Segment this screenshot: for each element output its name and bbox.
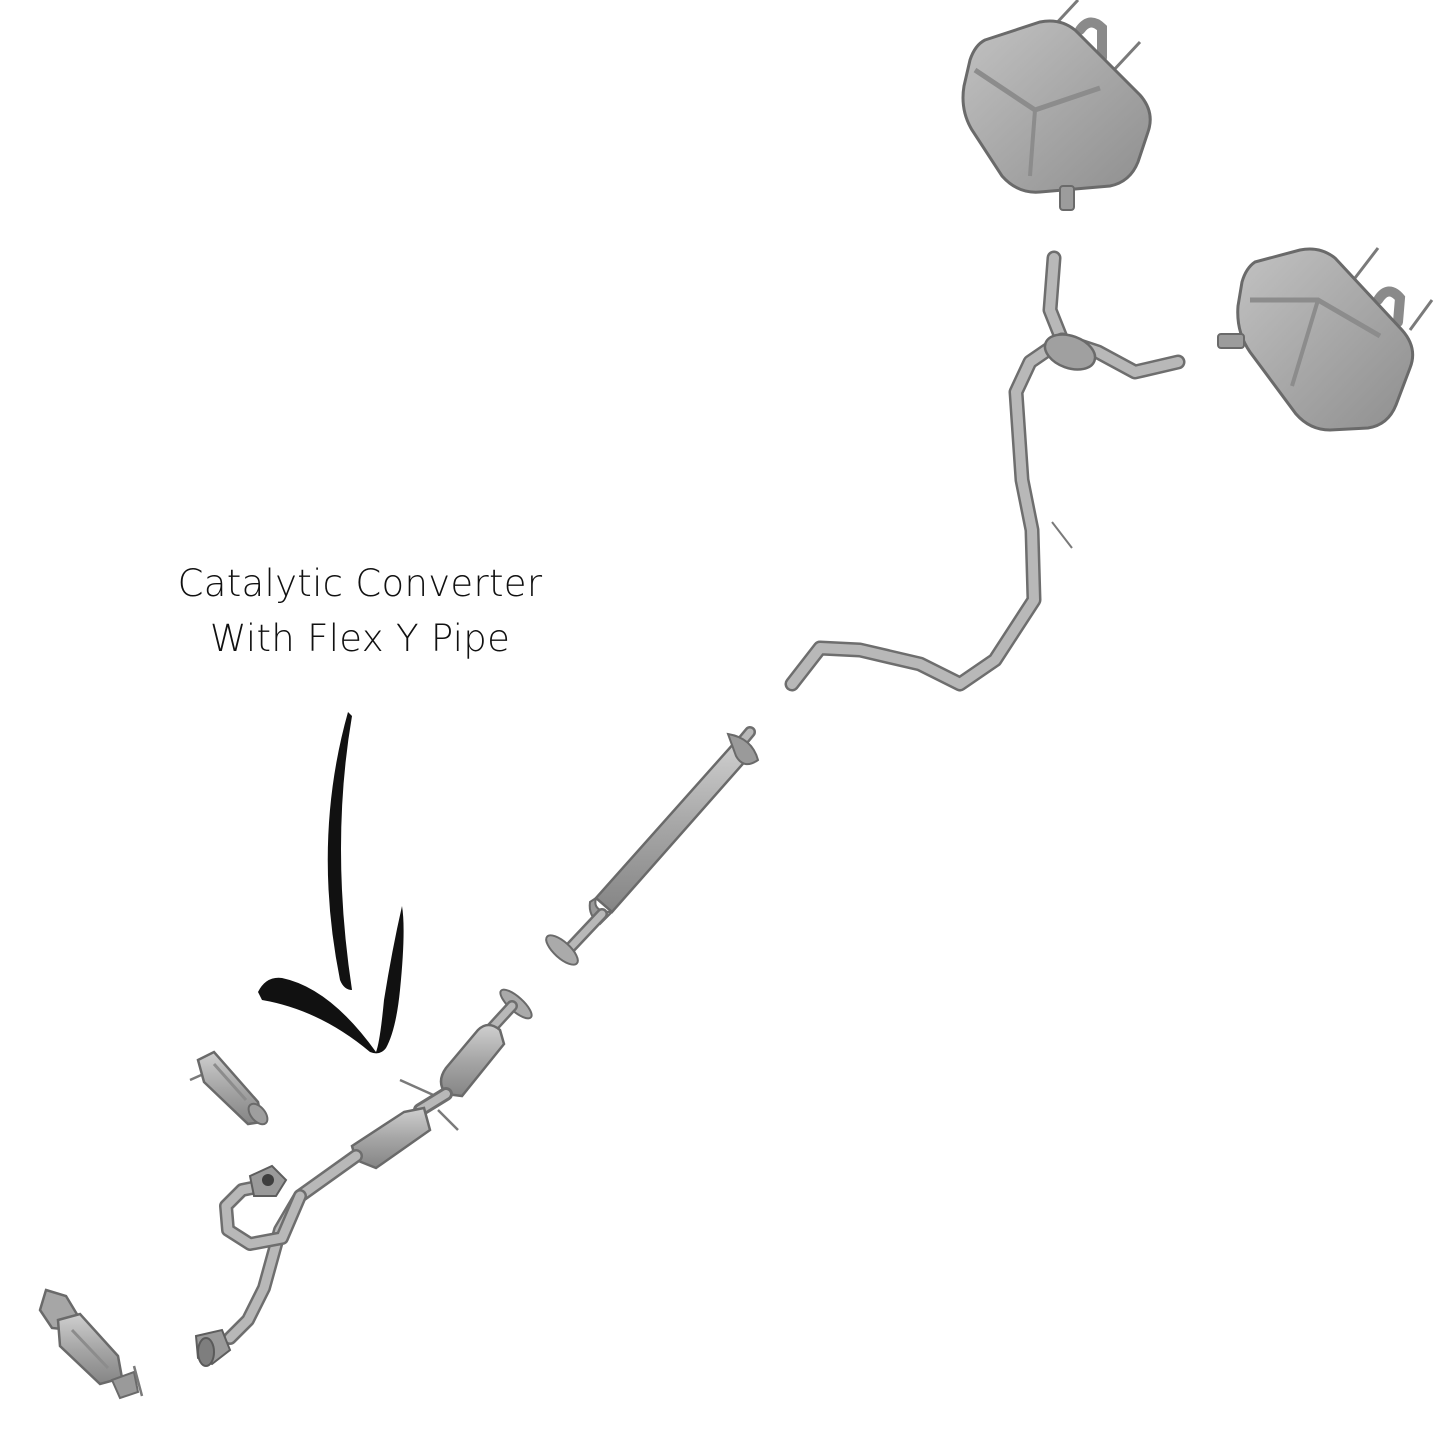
callout-line-1: Catalytic Converter: [177, 562, 543, 605]
flex-y-pipe: [194, 988, 533, 1367]
rear-muffler-left: [961, 0, 1152, 211]
rear-muffler-right: [1217, 247, 1434, 432]
resonator: [545, 726, 760, 966]
pointer-arrow: [258, 712, 404, 1054]
catalytic-converter-front: [38, 1288, 144, 1400]
callout-line-2: With Flex Y Pipe: [209, 617, 511, 660]
catalytic-converter-small: [189, 1050, 269, 1126]
callout-label: Catalytic Converter With Flex Y Pipe: [150, 556, 570, 666]
intermediate-pipe: [784, 250, 1186, 692]
